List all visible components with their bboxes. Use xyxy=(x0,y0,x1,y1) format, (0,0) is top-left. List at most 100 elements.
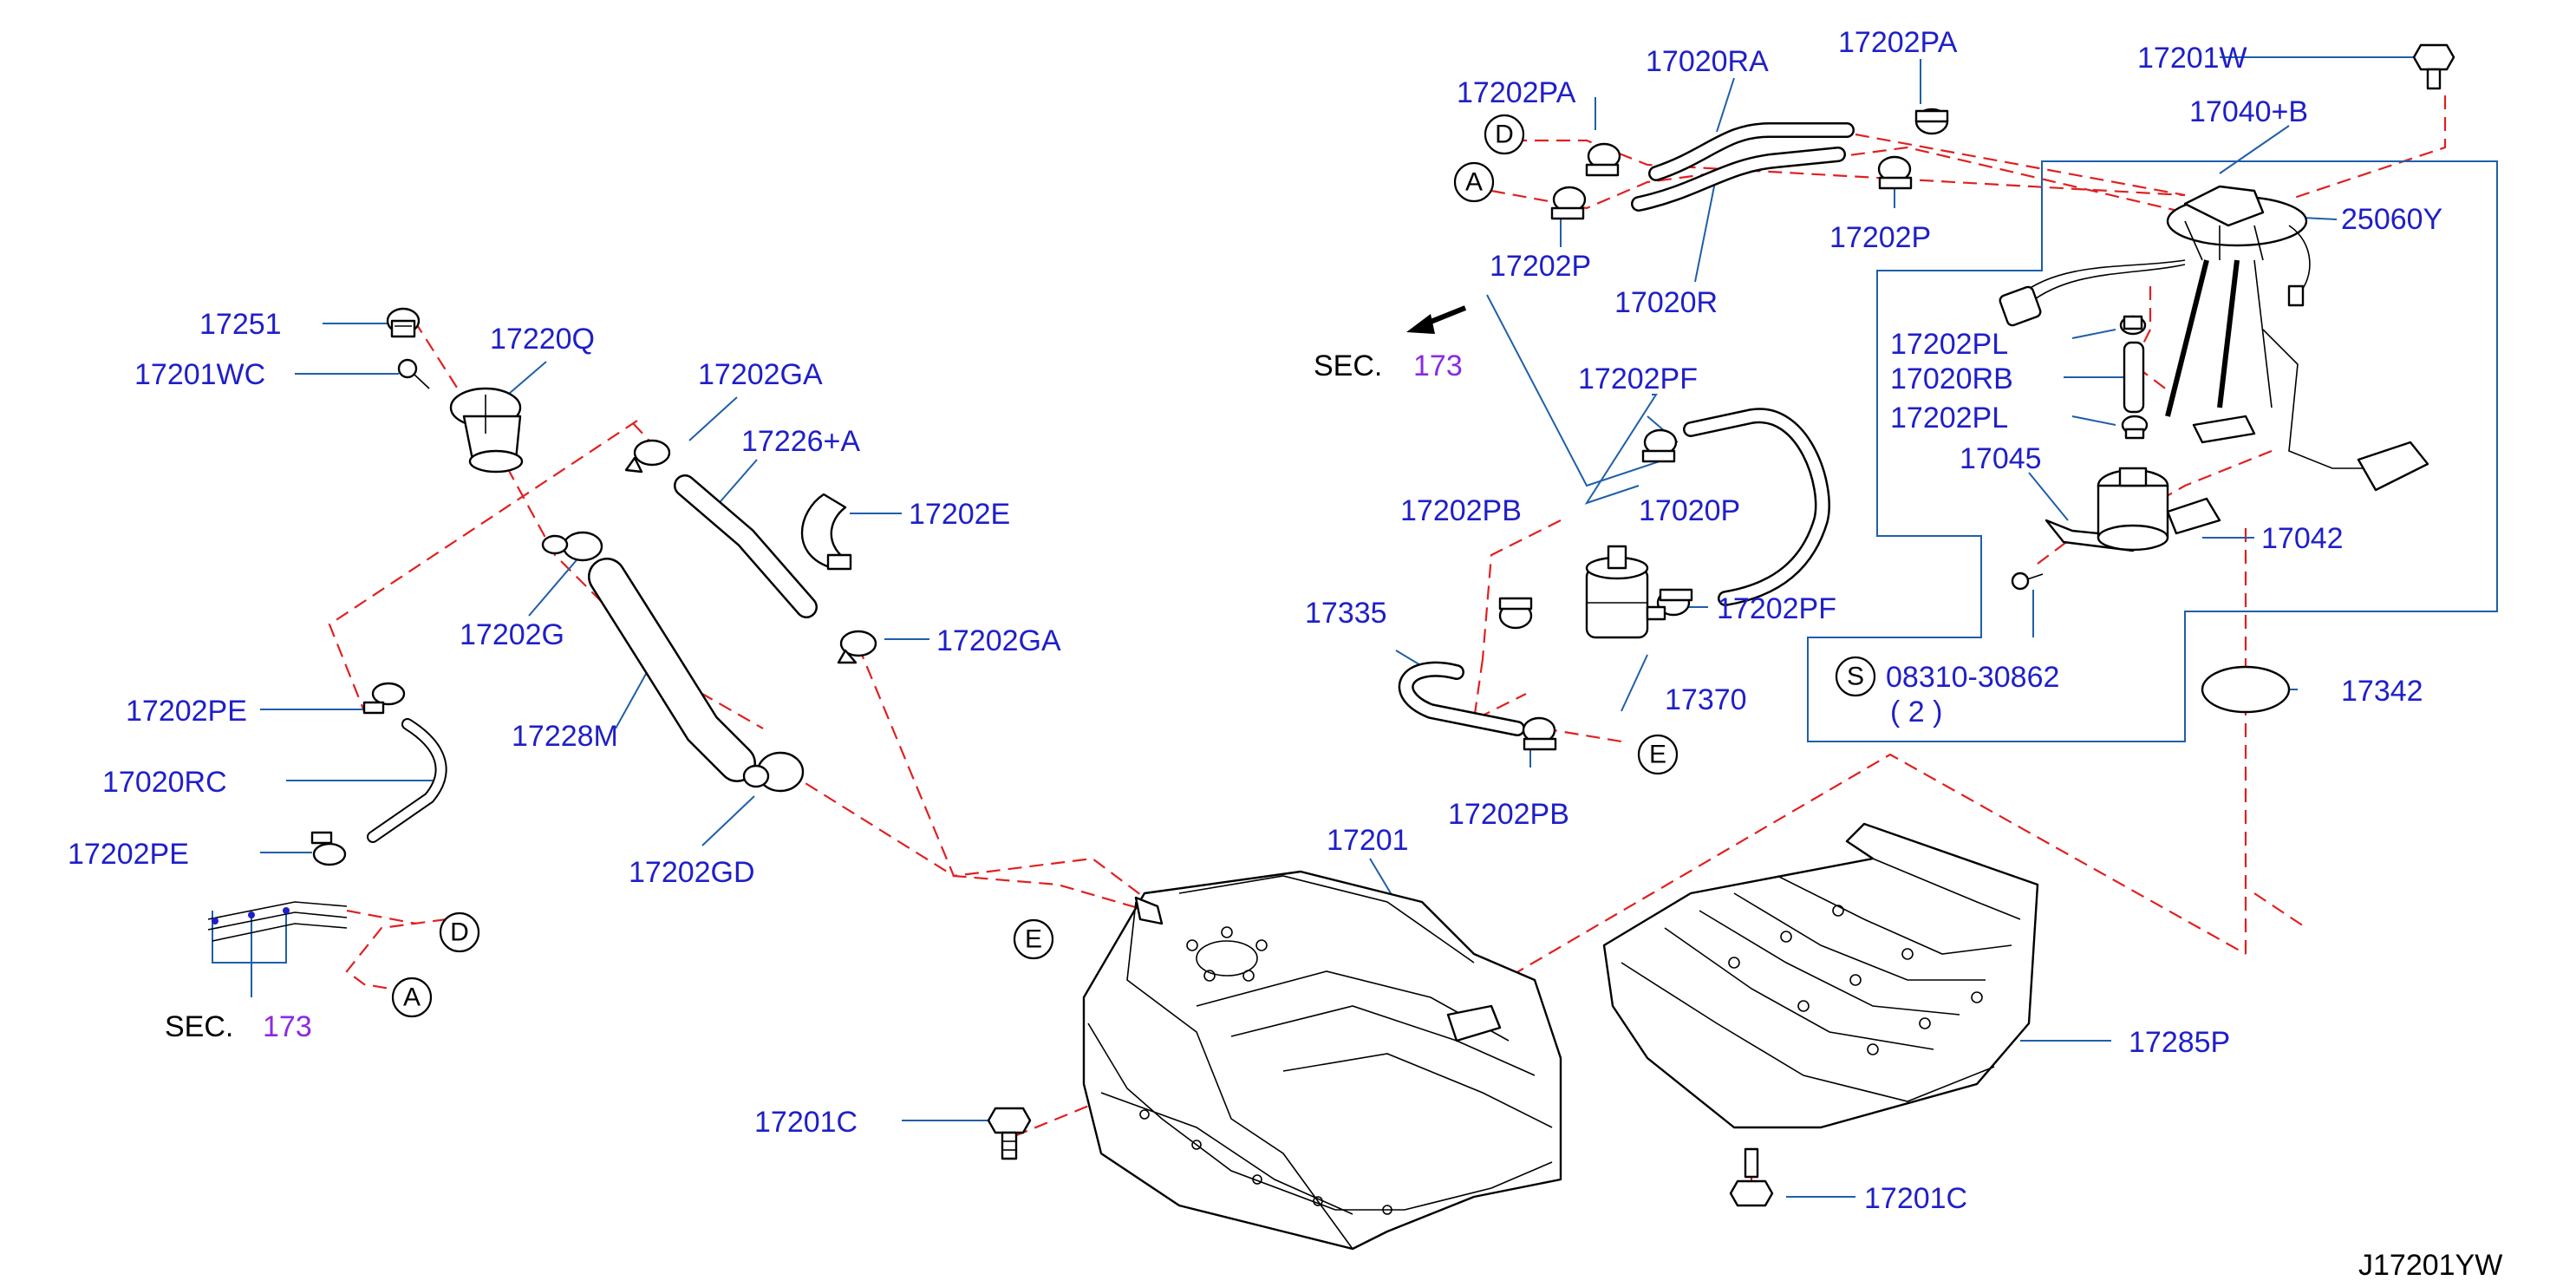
label-17228M: 17228M xyxy=(512,720,618,753)
sec-reference-upper: SEC. 173 xyxy=(1314,350,1463,382)
label-17202GA-bottom: 17202GA xyxy=(936,624,1061,657)
hose-17020R xyxy=(1631,147,1846,212)
pump-bracket xyxy=(2192,415,2256,444)
filter-17370 xyxy=(1585,545,1666,639)
label-17020RC: 17020RC xyxy=(102,766,227,799)
fuel-pump-17042 xyxy=(2097,467,2221,552)
sec-reference-lower: SEC. 173 xyxy=(165,1010,312,1043)
hose-clamp-17202PL-top xyxy=(2119,315,2147,336)
label-17201C-left: 17201C xyxy=(754,1106,858,1139)
svg-text:173: 173 xyxy=(263,1010,312,1043)
filler-neck-17220Q xyxy=(449,387,524,474)
hose-17020RC xyxy=(367,718,447,843)
hose-clamp-17202P-left xyxy=(1550,186,1587,220)
bolt-17201C-right xyxy=(1729,1147,1774,1207)
breather-hose-17226A xyxy=(674,474,818,618)
label-08310-30862: 08310-30862 xyxy=(1886,661,2059,694)
pump-harness xyxy=(1999,225,2311,327)
label-17202PL-bottom: 17202PL xyxy=(1890,402,2008,434)
hose-clamp-17202GA-top xyxy=(624,439,671,474)
fuel-filler-cap-17251 xyxy=(386,307,421,338)
hose-clamp-17202PF-top xyxy=(1641,428,1678,463)
label-25060Y: 25060Y xyxy=(2341,203,2442,236)
hose-clamp-17202PB-top xyxy=(1498,597,1533,630)
label-17201: 17201 xyxy=(1327,824,1409,857)
label-17202GA-top: 17202GA xyxy=(698,358,823,391)
hose-clamp-17202GD xyxy=(742,751,805,793)
hose-17020RB xyxy=(2123,341,2145,414)
clamp-17202E xyxy=(800,493,852,571)
ref-circle-E-left: E xyxy=(1013,918,1054,960)
ref-circle-D-lower: D xyxy=(439,911,480,953)
hose-17335 xyxy=(1398,661,1525,736)
fuel-tank-17201 xyxy=(1082,870,1562,1251)
hose-clamp-17202P-right xyxy=(1877,155,1913,190)
label-17220Q: 17220Q xyxy=(490,323,595,356)
ref-circle-D-upper: D xyxy=(1484,114,1525,155)
label-17202PF-top: 17202PF xyxy=(1578,363,1698,395)
pump-flange-25060Y xyxy=(2166,185,2308,261)
hose-clamp-17202G xyxy=(541,531,603,562)
diagram-code: J17201YW xyxy=(2358,1249,2502,1282)
label-17202PB-bottom: 17202PB xyxy=(1448,798,1569,831)
label-17202PA-right: 17202PA xyxy=(1838,26,1958,59)
svg-text:SEC.: SEC. xyxy=(1314,350,1382,382)
label-08310-qty: ( 2 ) xyxy=(1890,696,1942,728)
label-17202P-left: 17202P xyxy=(1490,250,1591,283)
svg-text:S: S xyxy=(1847,663,1864,691)
gasket-17342 xyxy=(2201,665,2291,714)
svg-text:D: D xyxy=(450,918,469,947)
label-17226A: 17226+A xyxy=(741,425,860,458)
label-17201WC: 17201WC xyxy=(134,358,265,391)
hose-clamp-17202PB-bottom xyxy=(1522,716,1557,751)
svg-text:E: E xyxy=(1649,741,1666,769)
label-17202PE-top: 17202PE xyxy=(126,695,247,728)
hose-clamp-17202PE-top xyxy=(362,682,406,715)
label-17202P-right: 17202P xyxy=(1829,221,1931,254)
screw-08310-30862 xyxy=(2011,572,2044,591)
label-17202PE-bottom: 17202PE xyxy=(68,838,189,871)
label-17020R: 17020R xyxy=(1614,286,1718,319)
label-17370: 17370 xyxy=(1665,683,1747,716)
ref-circle-A-upper: A xyxy=(1453,161,1495,203)
sec-173-arrow-upper xyxy=(1406,305,1467,334)
label-17201W: 17201W xyxy=(2137,42,2247,75)
svg-text:173: 173 xyxy=(1413,350,1463,382)
hose-clamp-17202GA-bottom xyxy=(837,630,877,664)
label-17202G: 17202G xyxy=(460,618,564,651)
label-17202PL-top: 17202PL xyxy=(1890,328,2008,361)
label-17020P: 17020P xyxy=(1639,494,1740,527)
label-17202PA-left: 17202PA xyxy=(1457,76,1576,109)
hose-clamp-17202PA-right xyxy=(1914,108,1949,135)
filler-hose-17228M xyxy=(588,558,756,782)
label-17040B: 17040+B xyxy=(2189,95,2308,128)
label-17251: 17251 xyxy=(199,308,282,341)
label-17020RA: 17020RA xyxy=(1646,45,1769,78)
label-17202E: 17202E xyxy=(909,498,1010,531)
ref-circle-A-lower: A xyxy=(391,977,433,1018)
sec-173-pipes-lower xyxy=(207,901,348,942)
hose-clamp-17202PE-bottom xyxy=(310,831,347,866)
label-17202PB-top: 17202PB xyxy=(1400,494,1522,527)
bolt-17201C-left xyxy=(987,1107,1032,1160)
hose-17020RA xyxy=(1648,122,1855,181)
label-17285P: 17285P xyxy=(2129,1026,2230,1059)
hose-clamp-17202PL-bottom xyxy=(2121,415,2149,440)
protector-17285P xyxy=(1602,822,2039,1129)
label-17045: 17045 xyxy=(1960,442,2042,475)
svg-text:SEC.: SEC. xyxy=(165,1010,233,1043)
label-17201C-right: 17201C xyxy=(1864,1182,1967,1215)
ref-circle-E-right: E xyxy=(1637,734,1679,775)
label-17342: 17342 xyxy=(2341,675,2423,708)
label-17020RB: 17020RB xyxy=(1890,363,2013,395)
bolt-17201W xyxy=(2412,43,2455,90)
label-17202PF-bottom: 17202PF xyxy=(1717,592,1836,625)
pump-support-rods xyxy=(2165,259,2273,417)
label-17335: 17335 xyxy=(1305,597,1387,630)
hose-clamp-17202PA-left xyxy=(1585,142,1621,177)
svg-text:E: E xyxy=(1025,925,1042,954)
svg-text:A: A xyxy=(1465,168,1483,197)
svg-text:A: A xyxy=(403,983,421,1012)
part-labels: 17251 17201WC 17220Q 17202GA 17226+A 172… xyxy=(68,26,2442,1215)
